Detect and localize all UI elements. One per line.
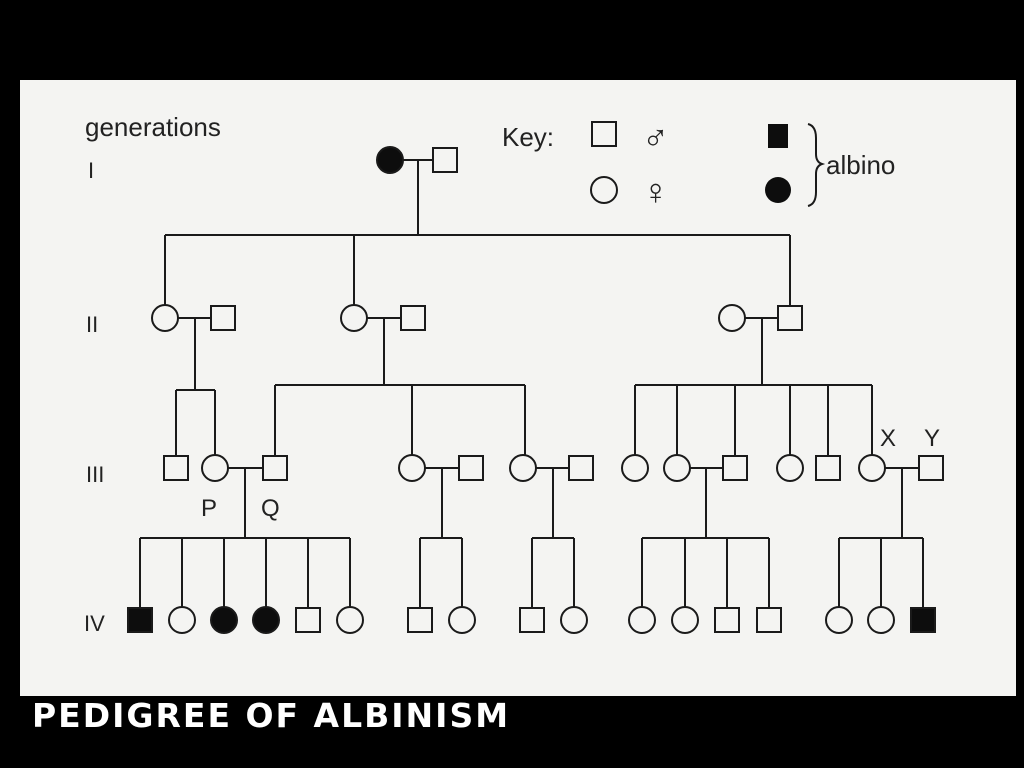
individual-iii-9-female <box>663 454 691 482</box>
key: Key: ♂ ♀ albino <box>502 117 895 212</box>
key-brace <box>807 123 826 207</box>
individual-iv-3-female-albino <box>210 606 238 634</box>
individual-ii-3-female <box>340 304 368 332</box>
key-albino-square <box>768 124 788 148</box>
individual-iii-4-female <box>398 454 426 482</box>
individual-iv-5-male <box>295 607 321 633</box>
generation-label-ii: II <box>86 312 98 337</box>
slide-caption: PEDIGREE OF ALBINISM <box>32 696 511 735</box>
individual-i-1-female-albino <box>376 146 404 174</box>
individual-ii-4-male <box>400 305 426 331</box>
label-q: Q <box>261 495 280 522</box>
individual-iv-2-female <box>168 606 196 634</box>
label-x: X <box>880 425 896 452</box>
key-albino-circle <box>765 177 791 203</box>
individual-iii-5-male <box>458 455 484 481</box>
individual-iii-x-female <box>858 454 886 482</box>
individual-iv-16-female <box>867 606 895 634</box>
individual-iii-6-female <box>509 454 537 482</box>
individual-iv-8-female <box>448 606 476 634</box>
pedigree-panel: generations I II III IV Key: ♂ ♀ albino … <box>20 80 1016 696</box>
pedigree-diagram: generations I II III IV Key: ♂ ♀ albino … <box>84 112 944 636</box>
individual-iv-15-female <box>825 606 853 634</box>
individual-iv-11-female <box>628 606 656 634</box>
key-title: Key: <box>502 122 554 152</box>
generations-label: generations <box>85 112 221 142</box>
individual-iv-17-male-albino <box>910 607 936 633</box>
individual-ii-2-male <box>210 305 236 331</box>
individual-iv-7-male <box>407 607 433 633</box>
pedigree-lines <box>139 159 924 608</box>
label-p: P <box>201 495 217 522</box>
individual-iii-8-female <box>621 454 649 482</box>
individual-iv-13-male <box>714 607 740 633</box>
individual-iii-7-male <box>568 455 594 481</box>
pedigree-symbols <box>127 146 944 634</box>
individual-ii-6-male <box>777 305 803 331</box>
generation-label-iii: III <box>86 462 104 487</box>
key-female-circle <box>590 176 618 204</box>
individual-iv-14-male <box>756 607 782 633</box>
individual-iii-1-male <box>163 455 189 481</box>
individual-iv-1-male-albino <box>127 607 153 633</box>
individual-iii-10-male <box>722 455 748 481</box>
individual-iv-12-female <box>671 606 699 634</box>
generation-label-iv: IV <box>84 611 105 636</box>
generation-label-i: I <box>88 158 94 183</box>
individual-iii-12-male <box>815 455 841 481</box>
individual-iv-4-female-albino <box>252 606 280 634</box>
individual-iii-11-female <box>776 454 804 482</box>
individual-i-2-male <box>432 147 458 173</box>
label-y: Y <box>924 425 940 452</box>
key-female-symbol: ♀ <box>642 171 669 212</box>
individual-iv-10-female <box>560 606 588 634</box>
individual-ii-5-female <box>718 304 746 332</box>
key-albino-label: albino <box>826 150 895 180</box>
individual-iii-y-male <box>918 455 944 481</box>
individual-iii-q-male <box>262 455 288 481</box>
individual-iv-9-male <box>519 607 545 633</box>
key-male-square <box>591 121 617 147</box>
individual-iii-p-female <box>201 454 229 482</box>
key-male-symbol: ♂ <box>642 117 669 158</box>
individual-ii-1-female <box>151 304 179 332</box>
individual-iv-6-female <box>336 606 364 634</box>
